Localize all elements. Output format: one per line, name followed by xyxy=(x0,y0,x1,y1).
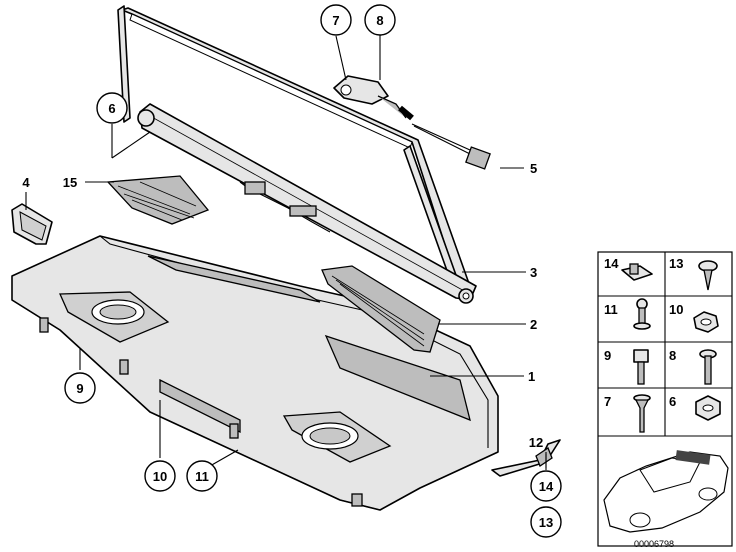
label-3: 3 xyxy=(530,265,537,280)
speaker-left xyxy=(59,291,170,343)
screw-phillips-icon xyxy=(698,260,718,291)
diagram-code: 00006798 xyxy=(634,539,674,549)
callout-14: 14 xyxy=(530,470,562,502)
label-12: 12 xyxy=(529,435,543,450)
blind-motor-cable xyxy=(333,75,491,170)
leader-lines xyxy=(25,34,547,470)
svg-text:10: 10 xyxy=(153,469,167,484)
countersunk-screw-icon xyxy=(633,394,651,433)
callout-11: 11 xyxy=(186,460,218,492)
svg-text:9: 9 xyxy=(76,381,83,396)
svg-text:13: 13 xyxy=(539,515,553,530)
grid-label-13: 13 xyxy=(669,256,683,271)
roller-blind xyxy=(117,5,477,304)
svg-text:14: 14 xyxy=(539,479,554,494)
speaker-right xyxy=(282,411,392,463)
hex-nut-icon xyxy=(693,311,719,333)
callout-13: 13 xyxy=(530,506,562,538)
small-parts-grid: 14 13 11 10 9 8 7 6 xyxy=(597,251,733,547)
label-1: 1 xyxy=(528,369,535,384)
flange-nut-icon xyxy=(695,395,721,421)
washer-screw-icon xyxy=(699,349,717,385)
callout-6: 6 xyxy=(96,92,128,124)
hex-bolt-icon xyxy=(633,349,649,385)
callout-8: 8 xyxy=(364,4,396,36)
label-15: 15 xyxy=(63,175,77,190)
clip-nut-icon xyxy=(621,263,653,281)
label-5: 5 xyxy=(530,161,537,176)
svg-text:8: 8 xyxy=(376,13,383,28)
grille-right xyxy=(321,265,441,353)
grid-label-7: 7 xyxy=(604,394,611,409)
callout-7: 7 xyxy=(320,4,352,36)
grid-label-10: 10 xyxy=(669,302,683,317)
grid-label-8: 8 xyxy=(669,348,676,363)
callout-9: 9 xyxy=(64,372,96,404)
vehicle-outline-icon xyxy=(603,450,729,533)
grid-label-9: 9 xyxy=(604,348,611,363)
grille-left xyxy=(106,175,210,225)
grid-label-11: 11 xyxy=(604,302,618,317)
bolt-washer-icon xyxy=(633,298,651,330)
grid-label-6: 6 xyxy=(669,394,676,409)
label-4: 4 xyxy=(22,175,30,190)
svg-text:11: 11 xyxy=(195,469,209,484)
svg-text:7: 7 xyxy=(332,13,339,28)
svg-text:6: 6 xyxy=(108,101,115,116)
label-2: 2 xyxy=(530,317,537,332)
mounting-bracket xyxy=(491,439,561,477)
cover-cap xyxy=(11,203,53,245)
callout-10: 10 xyxy=(144,460,176,492)
grid-label-14: 14 xyxy=(604,256,619,271)
